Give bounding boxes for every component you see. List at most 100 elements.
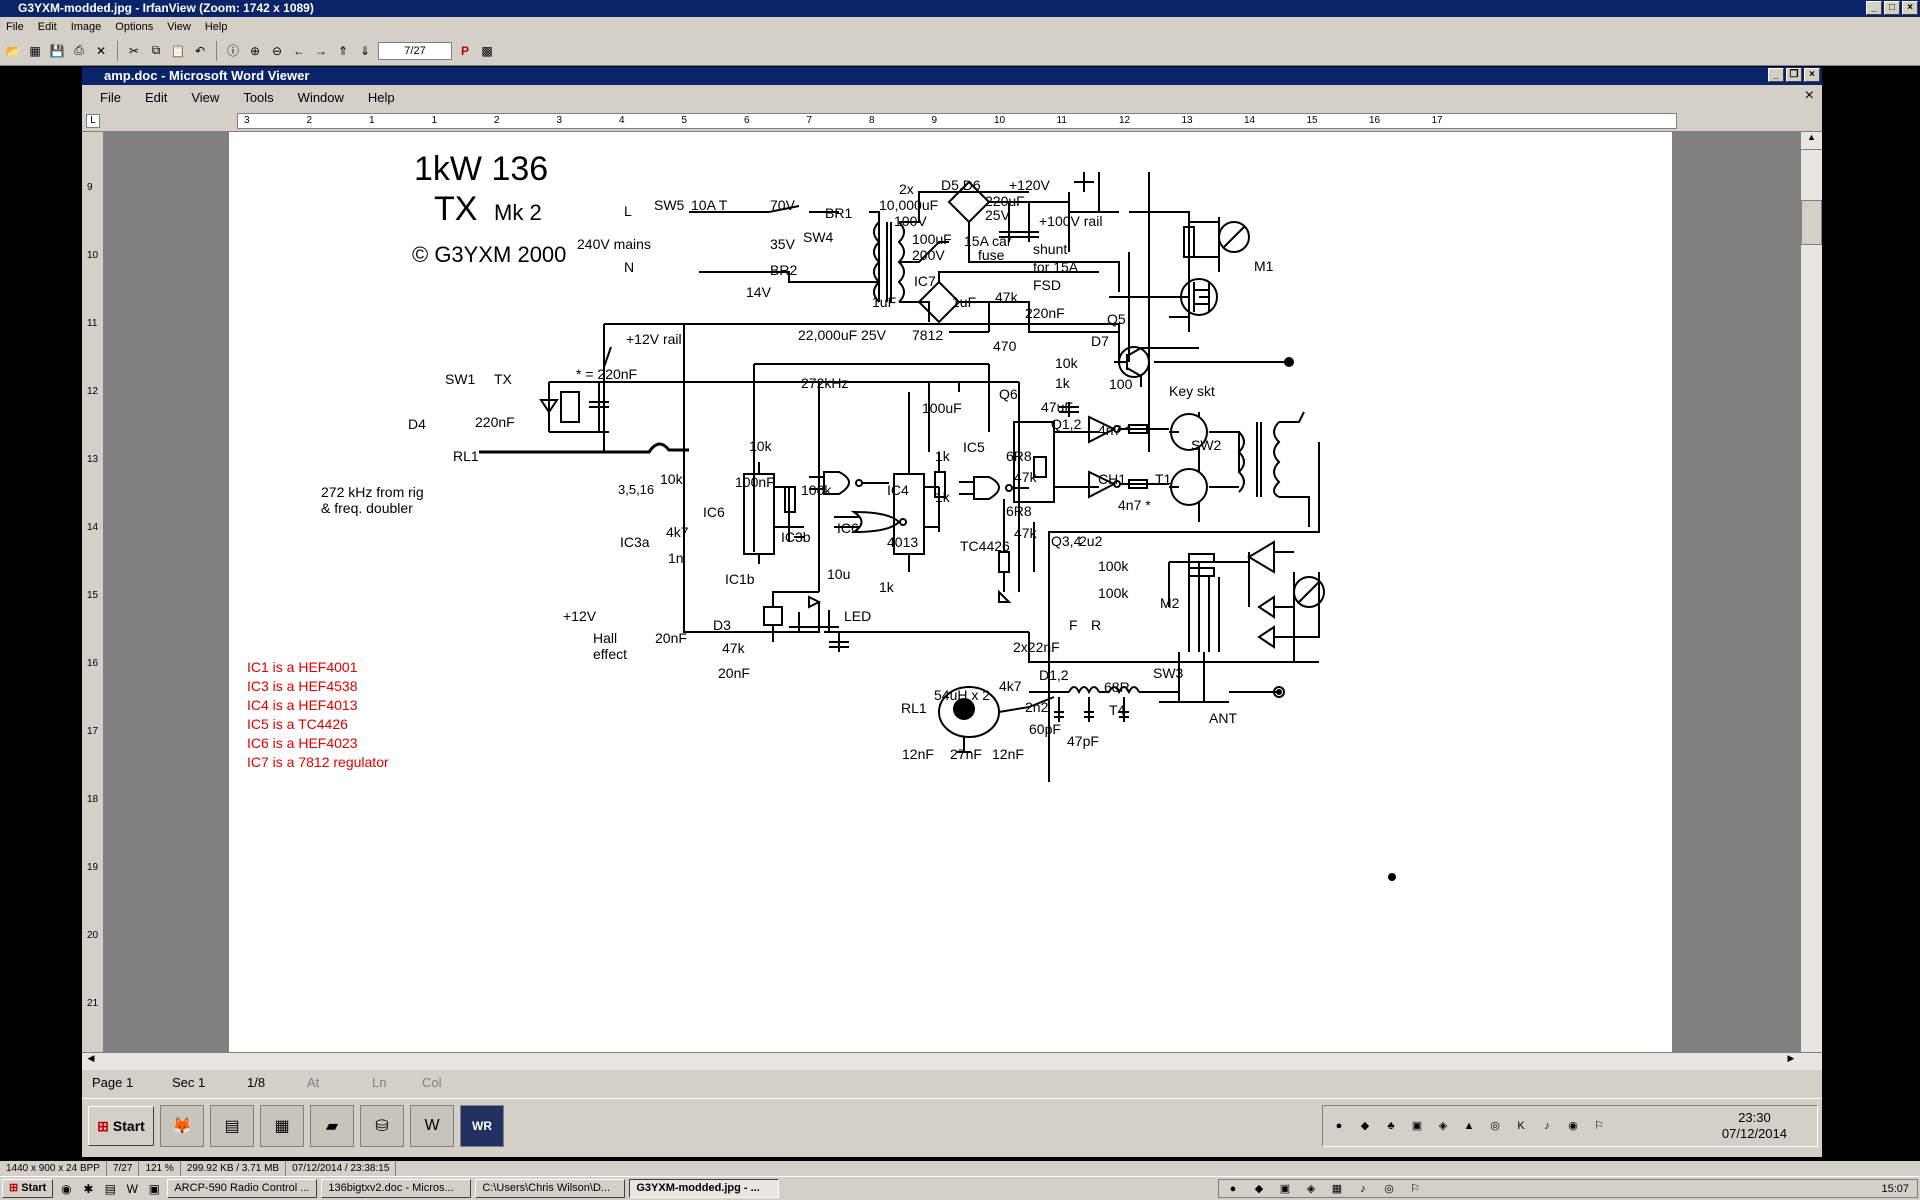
menu-help[interactable]: Help	[204, 20, 228, 33]
label-mains: 240V mains	[577, 236, 651, 252]
info-icon[interactable]: ⓘ	[226, 44, 239, 58]
paint-icon[interactable]: P	[460, 43, 469, 58]
tray-icon[interactable]: ●	[1335, 1120, 1343, 1132]
start-button[interactable]: ⊞ Start	[2, 1179, 54, 1198]
zoom-in-icon[interactable]: ⊕	[249, 43, 261, 58]
tools-icon[interactable]: ✱	[83, 1181, 94, 1196]
tray-icon[interactable]: ◆	[1360, 1120, 1370, 1132]
previous-icon[interactable]: ←	[293, 43, 305, 58]
vruler-number: 11	[87, 318, 98, 329]
flag-icon[interactable]: ⚐	[1410, 1182, 1420, 1195]
label-ic6b: IC6	[837, 520, 859, 536]
network-icon[interactable]: ⛁	[360, 1105, 404, 1147]
tray-icon[interactable]: ●	[1229, 1182, 1237, 1195]
task-irfanview[interactable]: G3YXM-modded.jpg - ...	[629, 1179, 780, 1198]
label-c10u: 10u	[827, 566, 850, 582]
app-icon[interactable]: ▣	[148, 1181, 161, 1196]
tray-icon[interactable]: K	[1517, 1120, 1525, 1132]
wv-menu-file[interactable]: File	[100, 89, 121, 105]
document-icon[interactable]: ▤	[210, 1105, 254, 1147]
task-word-doc[interactable]: 136bigtxv2.doc - Micros...	[321, 1179, 472, 1198]
wv-menu-edit[interactable]: Edit	[144, 89, 168, 105]
menu-image[interactable]: Image	[70, 20, 102, 33]
label-r47k-c: 47k	[722, 640, 746, 656]
ruler-number: 8	[869, 115, 875, 126]
tray-icon[interactable]: ▣	[1279, 1182, 1291, 1195]
ruler-number: 1	[369, 115, 375, 126]
close-button[interactable]: ×	[1902, 1, 1918, 15]
wv-menu-view[interactable]: View	[191, 89, 220, 105]
scroll-left-icon[interactable]: ◀	[87, 1053, 95, 1063]
last-icon[interactable]: ⇓	[359, 43, 371, 58]
tray-icon[interactable]: ◎	[1490, 1120, 1500, 1132]
horizontal-scrollbar[interactable]: ◀ ▶	[82, 1052, 1822, 1070]
wv-menu-tools[interactable]: Tools	[243, 89, 274, 105]
label-fwd: F	[1069, 617, 1078, 633]
tray-icon[interactable]: ▦	[1331, 1182, 1343, 1195]
wv-close-button[interactable]: ×	[1804, 68, 1820, 82]
ruler-number: 9	[931, 115, 938, 126]
wv-minimize-button[interactable]: _	[1768, 68, 1784, 82]
tray-icon[interactable]: ◎	[1384, 1182, 1394, 1195]
tray-icon[interactable]: ♣	[1387, 1120, 1395, 1132]
document-close-icon[interactable]: ×	[1804, 87, 1814, 104]
task-arcp[interactable]: ARCP-590 Radio Control ...	[167, 1179, 318, 1198]
scroll-right-icon[interactable]: ▶	[1787, 1053, 1795, 1063]
zoom-out-icon[interactable]: ⊖	[271, 43, 283, 58]
note-line: IC3 is a HEF4538	[247, 678, 358, 694]
first-icon[interactable]: ⇑	[337, 43, 349, 58]
menu-edit[interactable]: Edit	[37, 20, 57, 33]
print-icon[interactable]: ⎙	[74, 43, 84, 57]
slideshow-icon[interactable]: ▦	[29, 43, 41, 58]
about-icon[interactable]: ▩	[481, 43, 493, 58]
menu-options[interactable]: Options	[115, 20, 154, 33]
word-viewer-icon[interactable]: W	[410, 1105, 454, 1147]
next-icon[interactable]: →	[315, 43, 327, 58]
menu-file[interactable]: File	[6, 20, 24, 33]
volume-icon[interactable]: ♪	[1360, 1182, 1366, 1195]
open-icon[interactable]: 📂	[5, 43, 21, 58]
delete-icon[interactable]: ✕	[95, 43, 107, 58]
firefox-icon[interactable]: 🦊	[160, 1105, 204, 1147]
copy-icon[interactable]: ⧉	[151, 43, 161, 57]
wv-restore-button[interactable]: ❐	[1786, 68, 1802, 82]
tray-icon[interactable]: ◈	[1438, 1120, 1448, 1132]
menu-view[interactable]: View	[167, 20, 191, 33]
firefox-icon[interactable]: ◉	[61, 1181, 72, 1196]
windows-logo-icon: ⊞	[9, 1182, 19, 1194]
tab-selector-icon[interactable]: L	[86, 114, 100, 128]
status-col: Col	[422, 1074, 442, 1090]
inner-start-button[interactable]: ⊞ Start	[88, 1106, 154, 1146]
maximize-button[interactable]: □	[1884, 1, 1900, 15]
page-number-box[interactable]: 7/27	[378, 41, 452, 60]
winrar-icon[interactable]: WR	[460, 1105, 504, 1147]
tray-icon[interactable]: ▲	[1463, 1120, 1475, 1132]
save-icon[interactable]: 💾	[49, 43, 65, 58]
scroll-thumb[interactable]	[1801, 200, 1822, 245]
vertical-scrollbar[interactable]: ▲	[1800, 132, 1822, 1052]
wv-menu-help[interactable]: Help	[367, 89, 395, 105]
word-icon[interactable]: W	[126, 1181, 138, 1196]
tray-icon[interactable]: ▣	[1411, 1120, 1423, 1132]
minimize-button[interactable]: _	[1866, 1, 1882, 15]
device-icon[interactable]: ▰	[310, 1105, 354, 1147]
wv-menu-window[interactable]: Window	[297, 89, 344, 105]
undo-icon[interactable]: ↶	[194, 43, 206, 58]
label-ic4013: 4013	[887, 534, 918, 550]
document-icon[interactable]: ▤	[104, 1181, 117, 1196]
task-explorer[interactable]: C:\Users\Chris Wilson\D...	[475, 1179, 626, 1198]
cut-icon[interactable]: ✂	[128, 43, 140, 58]
vruler-number: 20	[87, 930, 99, 941]
label-r1k-q6: 1k	[1055, 375, 1071, 391]
volume-icon[interactable]: ♪	[1544, 1120, 1550, 1132]
tray-icon[interactable]: ◉	[1568, 1120, 1578, 1132]
ruler-number: 13	[1181, 115, 1193, 126]
tray-icon[interactable]: ◈	[1306, 1182, 1316, 1195]
vruler-number: 13	[87, 454, 99, 465]
label-tx: TX	[494, 371, 513, 387]
tray-icon[interactable]: ◆	[1254, 1182, 1264, 1195]
flag-icon[interactable]: ⚐	[1594, 1120, 1604, 1132]
scroll-up-icon[interactable]: ▲	[1801, 132, 1822, 150]
spectrum-icon[interactable]: ▦	[260, 1105, 304, 1147]
paste-icon[interactable]: 📋	[170, 43, 186, 58]
